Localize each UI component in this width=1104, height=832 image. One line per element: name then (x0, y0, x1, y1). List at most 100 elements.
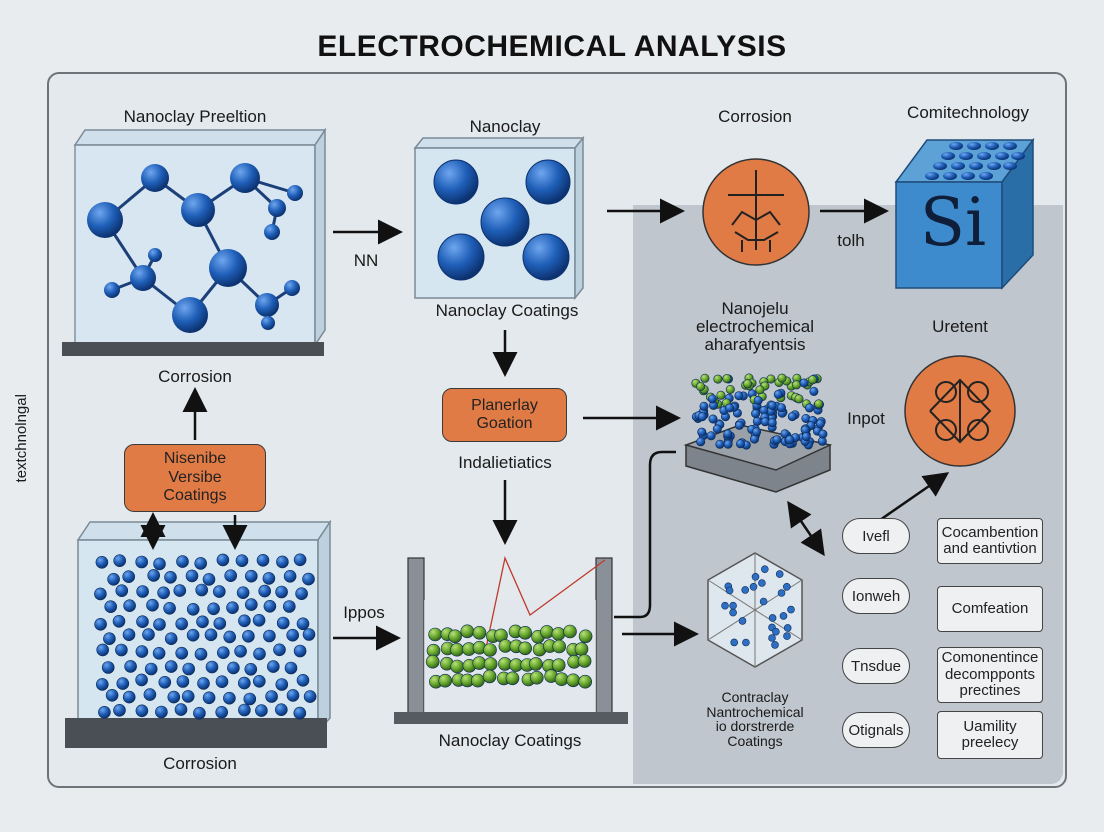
crystal-particle (751, 572, 760, 581)
green-particle (725, 384, 735, 394)
crystal-particle (730, 638, 739, 647)
label-contraclay: Contraclay Nantrochemical io dorstrerde … (706, 689, 804, 750)
blue-particle (136, 585, 149, 598)
crystal-particle (760, 565, 769, 574)
label-indalietiatics: Indalietiatics (458, 453, 552, 472)
green-particles (425, 624, 593, 689)
blue-particle (136, 615, 149, 629)
green-particle (448, 629, 462, 644)
green-particle (472, 625, 487, 640)
blue-particle (801, 432, 811, 442)
green-particle (777, 373, 787, 383)
blue-particle (135, 673, 148, 687)
blue-particle (157, 586, 170, 600)
blue-particle (236, 586, 250, 600)
blue-particle (263, 599, 277, 613)
green-particle (577, 654, 592, 668)
blue-particle (767, 418, 777, 428)
crystal-particle (758, 579, 766, 587)
blue-particle (122, 690, 136, 704)
blue-particle (752, 416, 762, 426)
green-particle (791, 380, 801, 390)
diagram-title: ELECTROCHEMICAL ANALYSIS (317, 30, 787, 63)
blue-particle (101, 661, 115, 674)
blue-particle (799, 378, 809, 388)
blue-particle (708, 414, 718, 424)
blue-particle (776, 403, 786, 413)
blue-particle (158, 675, 172, 689)
green-particle (428, 627, 442, 642)
blue-particle (213, 617, 227, 630)
blue-particle (696, 437, 706, 447)
blue-particle (197, 677, 210, 690)
label-nanojelu: Nanojelu electrochemical aharafyentsis (695, 299, 815, 354)
crystal-particle (749, 582, 758, 591)
blue-particle (216, 553, 230, 567)
blue-particle (202, 573, 216, 586)
blue-particle (194, 647, 208, 661)
green-particle (483, 643, 497, 657)
blue-particle (224, 569, 237, 583)
blue-particle (243, 692, 257, 706)
blue-particle (263, 629, 276, 643)
blue-particle (217, 646, 230, 660)
crystal-particle (768, 614, 777, 622)
arrow-diagonal-double (787, 500, 825, 557)
blue-particle (284, 661, 298, 675)
blue-particle (115, 643, 128, 657)
blue-particle (275, 585, 288, 599)
blue-particle (303, 690, 317, 703)
hexagonal-crystal (707, 552, 803, 668)
crystal-particle (725, 586, 734, 595)
blue-particle (123, 599, 136, 613)
crystal-particle (729, 601, 737, 610)
blue-particle (142, 628, 155, 641)
crystal-particle (759, 597, 768, 606)
blue-particle (152, 646, 166, 660)
green-particle (814, 399, 824, 409)
corrosion-symbol (702, 158, 810, 266)
green-particle (518, 641, 533, 656)
blue-particle (707, 394, 717, 404)
green-particle (755, 385, 765, 395)
green-particle (450, 659, 465, 674)
blue-particle (194, 557, 207, 570)
pill-ivefl: Ivefl (842, 518, 910, 554)
green-particle (450, 642, 464, 657)
glass-box-molecule (62, 127, 327, 356)
blue-particle (135, 555, 148, 569)
blue-particle (115, 584, 129, 598)
blue-particle (204, 628, 218, 642)
blue-particle (176, 555, 189, 568)
crystal-particle (771, 641, 779, 649)
blue-particle (712, 424, 722, 434)
blue-particle (296, 673, 310, 687)
blue-particle (104, 600, 117, 614)
pill-otignals: Otignals (842, 712, 910, 748)
blue-particle (293, 553, 307, 567)
green-particle (540, 625, 554, 639)
blue-particle (276, 616, 290, 630)
label-nanoclay-preeltion: Nanoclay Preeltion (123, 107, 267, 126)
blue-particle (167, 690, 181, 704)
blue-particle (143, 688, 157, 701)
blue-particle (773, 389, 783, 399)
blue-particle (244, 662, 258, 676)
blue-particle (135, 645, 149, 658)
label-nanoclay-coatings-mid: Nanoclay Coatings (435, 301, 579, 320)
green-particle (425, 654, 440, 669)
blue-particle (103, 632, 116, 646)
green-particle (574, 642, 589, 656)
blue-particle (735, 439, 745, 449)
blue-particle (146, 598, 159, 612)
green-particle (460, 624, 475, 639)
blue-particle (135, 704, 149, 718)
green-particle (716, 390, 726, 400)
label-ippos: Ippos (343, 603, 385, 622)
blue-particle (144, 662, 158, 676)
blue-particle (258, 584, 272, 598)
green-particle (470, 673, 485, 688)
crystal-particle (787, 605, 795, 614)
green-particle (563, 624, 577, 639)
